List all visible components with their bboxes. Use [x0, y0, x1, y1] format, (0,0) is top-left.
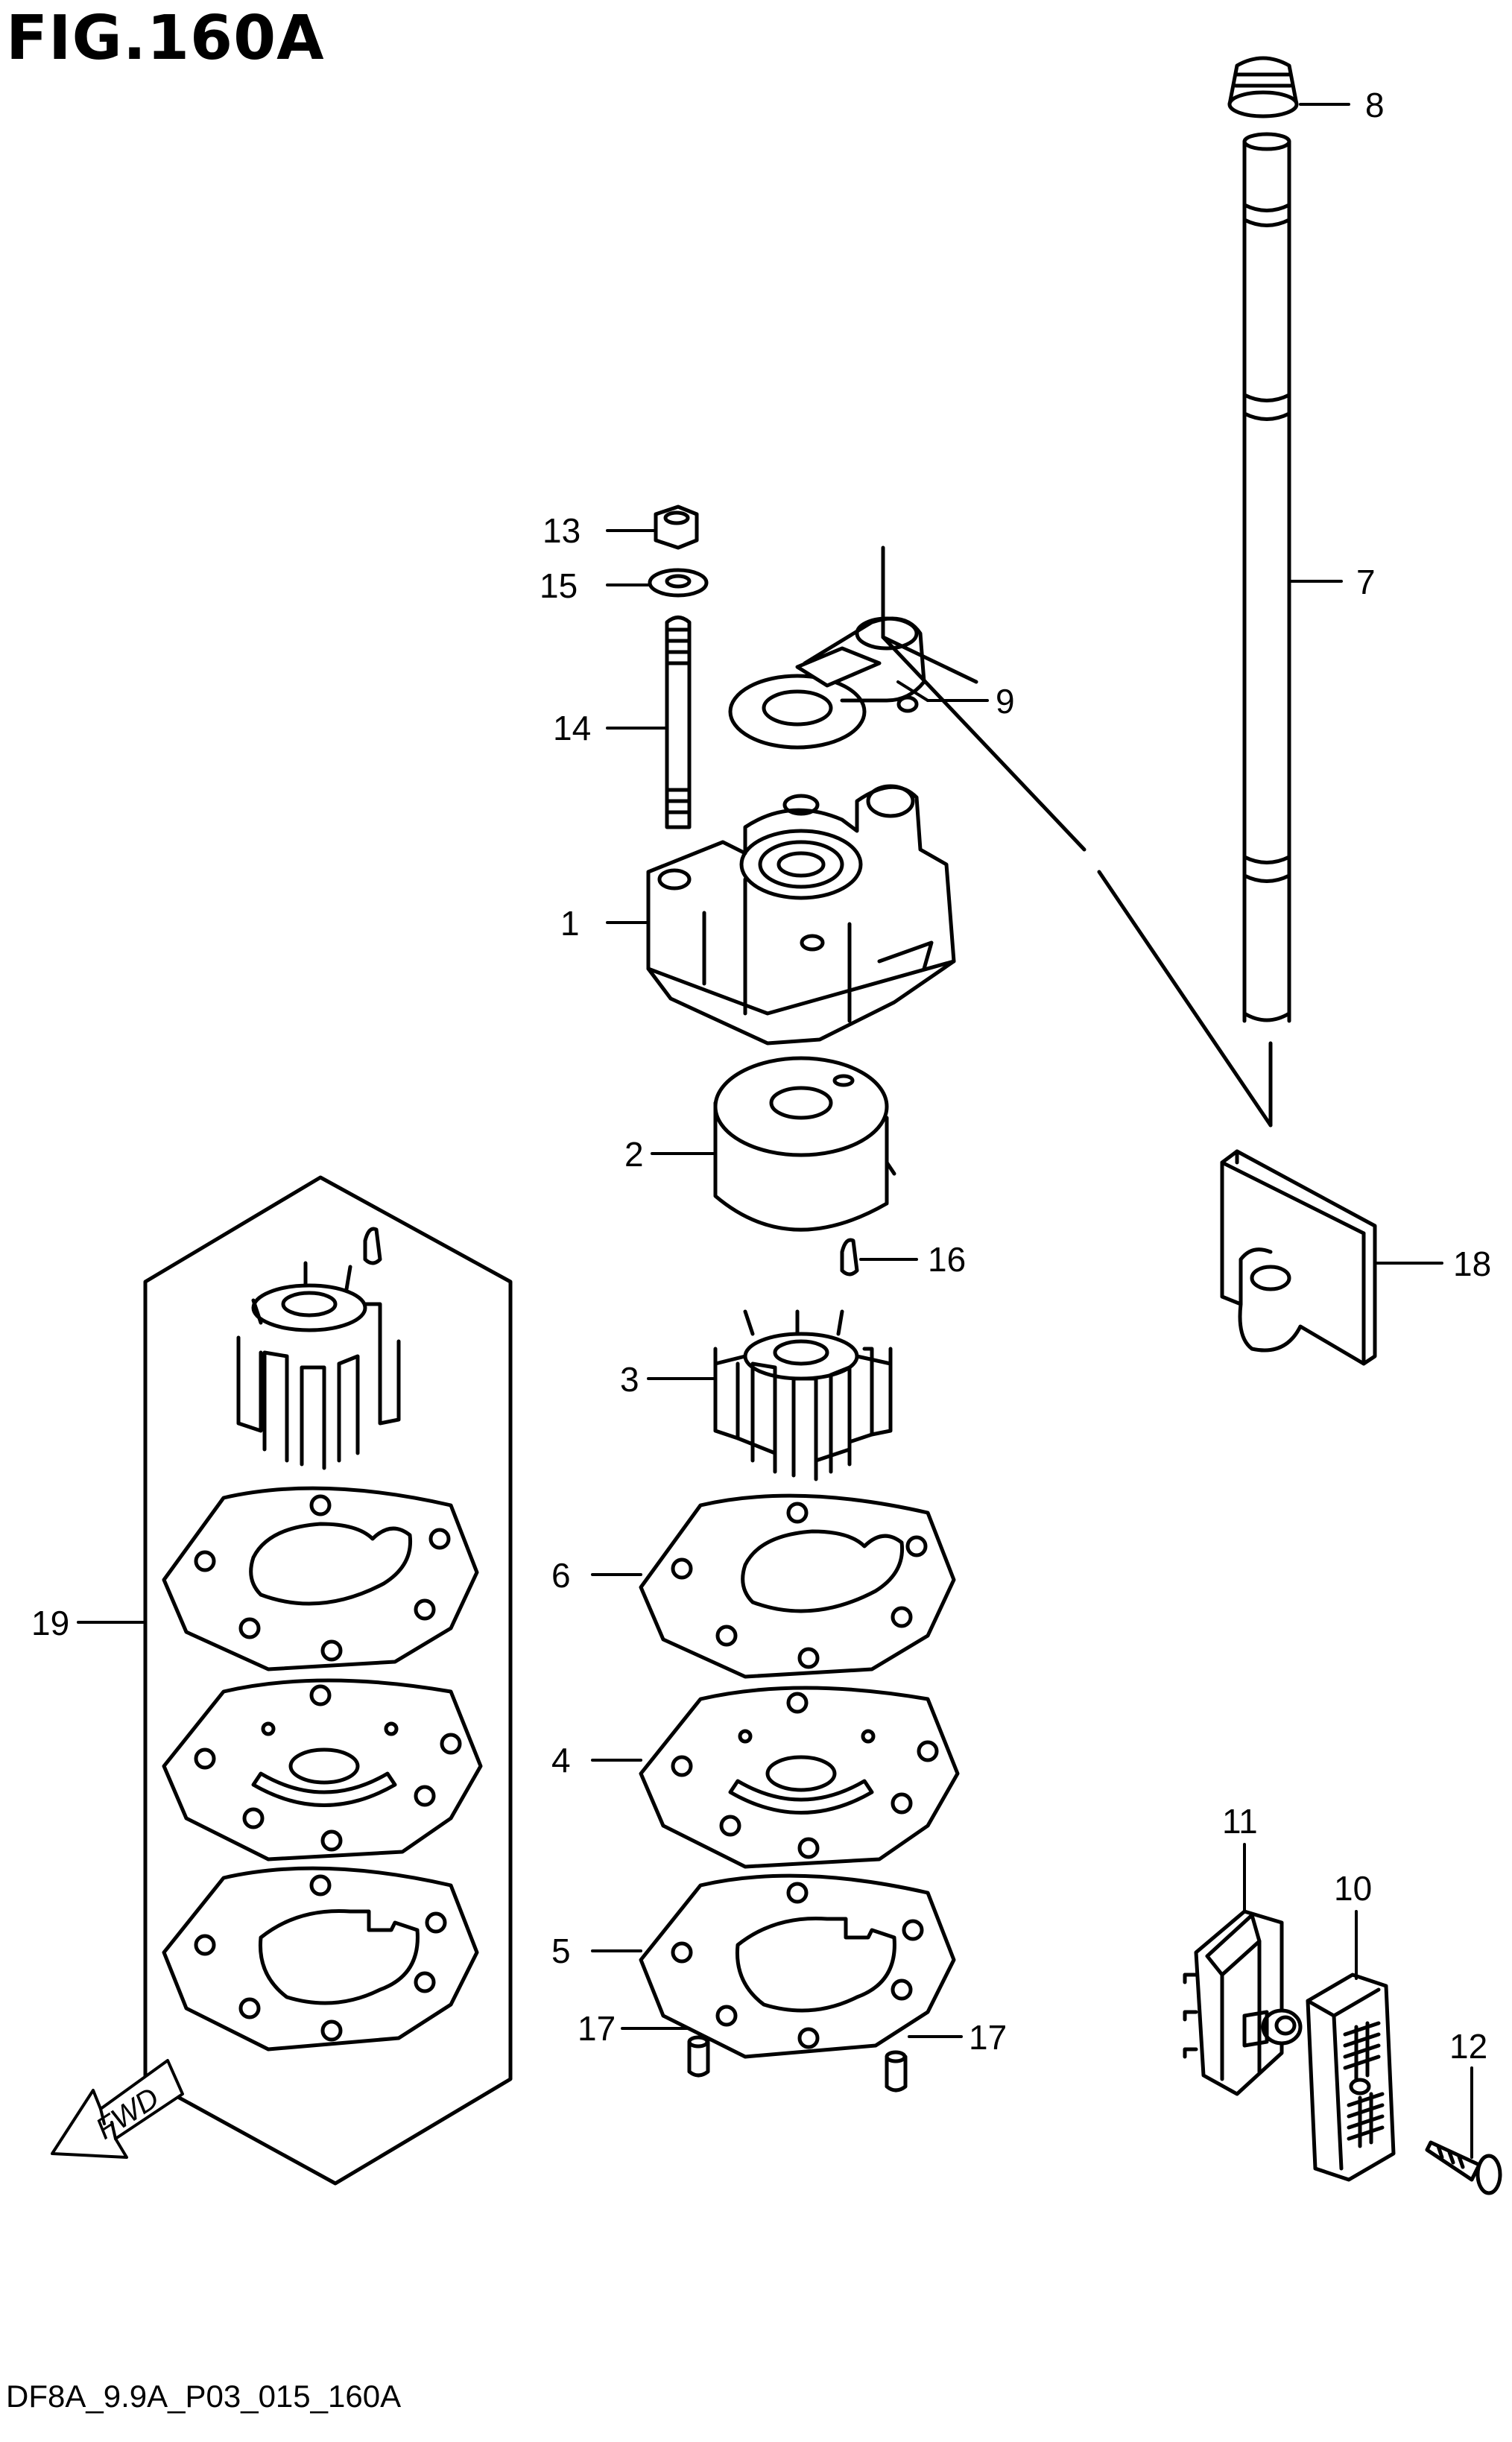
part-3-impeller: [713, 1309, 893, 1481]
part-6-gasket: [639, 1493, 956, 1679]
part-9-lever: [728, 616, 926, 750]
part-8-grommet: [1227, 56, 1299, 118]
callout-16: 16: [928, 1240, 966, 1279]
callout-17-right: 17: [969, 2018, 1007, 2057]
part-2-liner: [713, 1056, 896, 1232]
part-16-key: [840, 1238, 859, 1277]
part-10-grill: [1306, 1973, 1396, 2182]
part-4-plate: [639, 1686, 960, 1869]
part-15-washer: [648, 568, 709, 598]
part-17-pin-right: [885, 2050, 908, 2093]
callout-3: 3: [620, 1360, 639, 1399]
fwd-arrow-icon: [51, 2059, 184, 2159]
callout-13: 13: [543, 511, 581, 550]
part-17-pin-left: [687, 2035, 710, 2078]
callout-6: 6: [551, 1556, 571, 1595]
part-11-clip: [1183, 1909, 1303, 2096]
part-5-gasket: [639, 1873, 956, 2059]
callout-11: 11: [1222, 1802, 1258, 1841]
callout-15: 15: [540, 566, 578, 605]
callout-17-left: 17: [578, 2009, 616, 2048]
part-14-stud: [665, 616, 692, 829]
part-1-pump-housing: [646, 784, 956, 1046]
leader-lines: [77, 103, 1473, 2159]
callout-2: 2: [624, 1135, 644, 1174]
callout-4: 4: [551, 1741, 571, 1780]
part-13-nut: [654, 504, 699, 550]
part-19-repair-kit: [143, 1175, 513, 2186]
part-7-shaft: [1242, 132, 1291, 1023]
figure-title: FIG.160A: [6, 3, 325, 74]
part-18-cover: [1220, 1149, 1377, 1366]
callout-19: 19: [31, 1604, 69, 1642]
callout-9: 9: [996, 682, 1015, 721]
figure-footer-code: DF8A_9.9A_P03_015_160A: [6, 2379, 402, 2414]
callout-14: 14: [553, 709, 591, 747]
bracket-9-18: [881, 545, 1273, 1127]
callout-18: 18: [1453, 1244, 1491, 1283]
callout-labels: 1 2 3 4 5 6 7 8 9 10 11 12 13 14 15 16 1…: [31, 86, 1491, 2066]
callout-5: 5: [551, 1932, 571, 1970]
callout-7: 7: [1356, 563, 1376, 601]
callout-8: 8: [1365, 86, 1385, 124]
callout-10: 10: [1334, 1869, 1372, 1908]
callout-12: 12: [1449, 2027, 1487, 2066]
part-12-screw: [1425, 2140, 1502, 2195]
callout-1: 1: [560, 904, 580, 943]
